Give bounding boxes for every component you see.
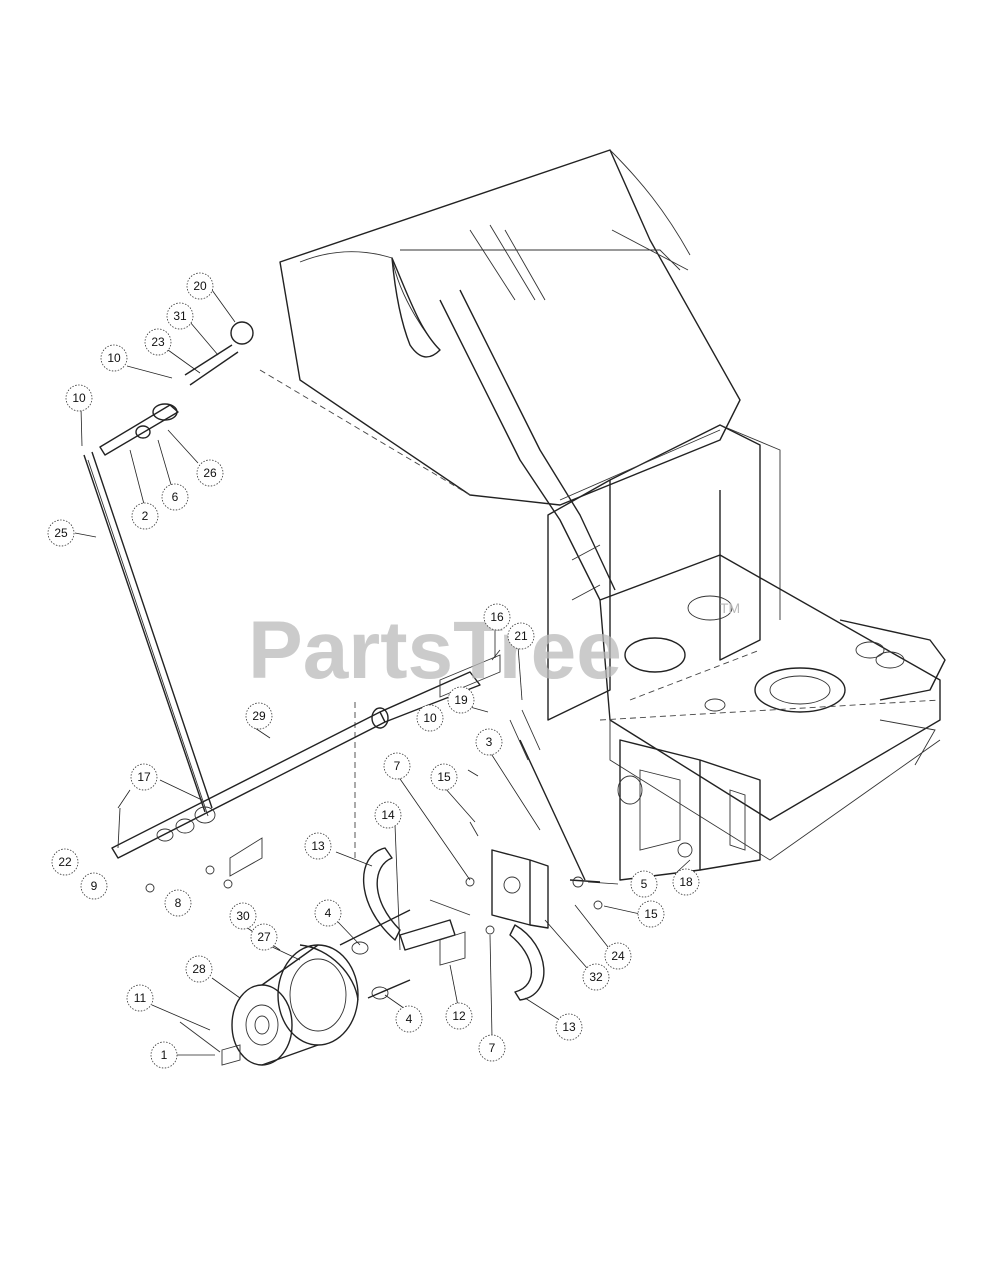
callout[interactable]: 2 bbox=[131, 502, 159, 530]
callout[interactable]: 17 bbox=[130, 763, 158, 791]
callout[interactable]: 3 bbox=[475, 728, 503, 756]
callout[interactable]: 10 bbox=[65, 384, 93, 412]
svg-text:10: 10 bbox=[423, 711, 437, 725]
svg-text:22: 22 bbox=[58, 855, 72, 869]
callout[interactable]: 25 bbox=[47, 519, 75, 547]
callouts: 20 31 23 10 10 26 6 2 25 16 21 19 10 29 … bbox=[47, 272, 700, 1069]
callout[interactable]: 21 bbox=[507, 622, 535, 650]
svg-text:8: 8 bbox=[175, 896, 182, 910]
callout[interactable]: 4 bbox=[395, 1005, 423, 1033]
callout[interactable]: 14 bbox=[374, 801, 402, 829]
callout[interactable]: 13 bbox=[555, 1013, 583, 1041]
callout[interactable]: 27 bbox=[250, 923, 278, 951]
callout[interactable]: 6 bbox=[161, 483, 189, 511]
callout[interactable]: 16 bbox=[483, 603, 511, 631]
svg-text:14: 14 bbox=[381, 808, 395, 822]
svg-text:10: 10 bbox=[107, 351, 121, 365]
svg-text:5: 5 bbox=[641, 877, 648, 891]
callout[interactable]: 31 bbox=[166, 302, 194, 330]
svg-text:27: 27 bbox=[257, 930, 271, 944]
svg-text:19: 19 bbox=[454, 693, 468, 707]
callout[interactable]: 11 bbox=[126, 984, 154, 1012]
svg-text:11: 11 bbox=[134, 991, 147, 1005]
svg-text:6: 6 bbox=[172, 490, 179, 504]
callout[interactable]: 7 bbox=[478, 1034, 506, 1062]
callout[interactable]: 29 bbox=[245, 702, 273, 730]
svg-text:10: 10 bbox=[72, 391, 86, 405]
watermark: PartsTree TM bbox=[248, 600, 740, 696]
svg-text:15: 15 bbox=[437, 770, 451, 784]
callout[interactable]: 15 bbox=[430, 763, 458, 791]
callout[interactable]: 4 bbox=[314, 899, 342, 927]
svg-text:12: 12 bbox=[452, 1009, 466, 1023]
svg-text:18: 18 bbox=[679, 875, 693, 889]
svg-text:28: 28 bbox=[192, 962, 206, 976]
callout[interactable]: 1 bbox=[150, 1041, 178, 1069]
callout[interactable]: 22 bbox=[51, 848, 79, 876]
callout[interactable]: 28 bbox=[185, 955, 213, 983]
svg-text:30: 30 bbox=[236, 909, 250, 923]
callout[interactable]: 23 bbox=[144, 328, 172, 356]
watermark-text: PartsTree bbox=[248, 605, 622, 696]
watermark-trademark: TM bbox=[720, 600, 740, 616]
svg-text:4: 4 bbox=[406, 1012, 413, 1026]
svg-text:9: 9 bbox=[91, 879, 98, 893]
svg-text:25: 25 bbox=[54, 526, 68, 540]
callout[interactable]: 13 bbox=[304, 832, 332, 860]
svg-text:16: 16 bbox=[490, 610, 504, 624]
svg-text:1: 1 bbox=[161, 1048, 168, 1062]
callout[interactable]: 26 bbox=[196, 459, 224, 487]
svg-text:15: 15 bbox=[644, 907, 658, 921]
svg-text:23: 23 bbox=[151, 335, 165, 349]
callout[interactable]: 5 bbox=[630, 870, 658, 898]
pulley-drawing bbox=[179, 909, 411, 1066]
callout[interactable]: 9 bbox=[80, 872, 108, 900]
svg-text:31: 31 bbox=[173, 309, 187, 323]
callout[interactable]: 15 bbox=[637, 900, 665, 928]
svg-text:17: 17 bbox=[137, 770, 151, 784]
leader-lines bbox=[74, 289, 691, 1056]
callout[interactable]: 32 bbox=[582, 963, 610, 991]
svg-text:7: 7 bbox=[489, 1041, 496, 1055]
svg-text:2: 2 bbox=[142, 509, 149, 523]
callout[interactable]: 19 bbox=[447, 686, 475, 714]
callout[interactable]: 24 bbox=[604, 942, 632, 970]
svg-text:32: 32 bbox=[589, 970, 603, 984]
svg-text:24: 24 bbox=[611, 949, 625, 963]
callout[interactable]: 20 bbox=[186, 272, 214, 300]
svg-text:4: 4 bbox=[325, 906, 332, 920]
svg-text:3: 3 bbox=[486, 735, 493, 749]
callout[interactable]: 7 bbox=[383, 752, 411, 780]
svg-text:20: 20 bbox=[193, 279, 207, 293]
svg-text:26: 26 bbox=[203, 466, 217, 480]
callout[interactable]: 8 bbox=[164, 889, 192, 917]
svg-text:21: 21 bbox=[514, 629, 528, 643]
svg-text:7: 7 bbox=[394, 759, 401, 773]
svg-text:13: 13 bbox=[562, 1020, 576, 1034]
callout[interactable]: 10 bbox=[416, 704, 444, 732]
brake-drawing bbox=[363, 821, 603, 1001]
svg-text:29: 29 bbox=[252, 709, 266, 723]
callout[interactable]: 30 bbox=[229, 902, 257, 930]
svg-text:13: 13 bbox=[311, 839, 325, 853]
linkage-drawing bbox=[83, 321, 586, 893]
callout[interactable]: 12 bbox=[445, 1002, 473, 1030]
callout[interactable]: 10 bbox=[100, 344, 128, 372]
callout[interactable]: 18 bbox=[672, 868, 700, 896]
frame-drawing bbox=[259, 149, 946, 881]
